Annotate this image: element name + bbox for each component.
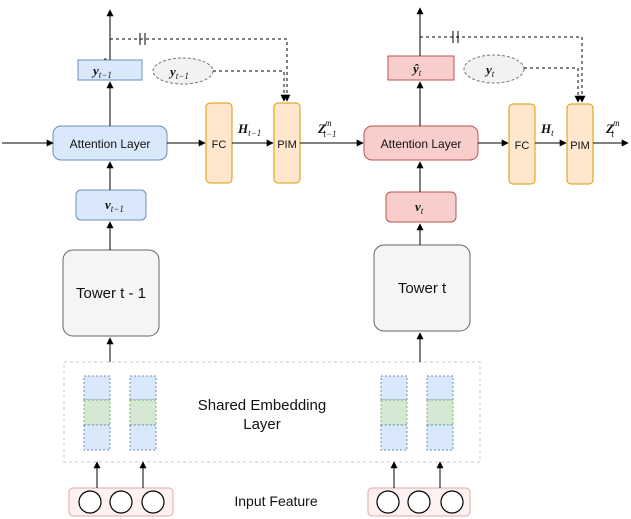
- tower-left: [62, 249, 160, 337]
- fc-box-left-label: FC: [212, 139, 227, 151]
- pim-box-right: [566, 103, 594, 185]
- input-node: [109, 490, 133, 514]
- dashed-yhat-to-pim-right: [420, 36, 586, 103]
- yhat-label-right: ŷt: [411, 61, 422, 78]
- input-feature-label: Input Feature: [234, 493, 317, 509]
- tower-right: [373, 244, 471, 332]
- v-box-left: [75, 189, 147, 221]
- dashed-y-to-pim-left: [213, 70, 288, 102]
- input-node: [78, 490, 102, 514]
- input-node: [141, 490, 165, 514]
- attention-layer-left-label: Attention Layer: [70, 137, 151, 151]
- dashed-yhat-to-pim-left: [110, 38, 291, 102]
- input-node: [440, 490, 464, 514]
- embedding-column-2: [129, 375, 157, 451]
- h-label-left: Ht−1: [237, 121, 261, 138]
- fc-box-right-label: FC: [515, 140, 530, 152]
- embedding-column-1: [83, 375, 111, 451]
- yhat-label-left: yt−1: [91, 63, 112, 80]
- v-label-left: vt−1: [105, 197, 124, 214]
- pim-box-left-label: PIM: [277, 139, 297, 151]
- shared-embedding-label-line2: Layer: [243, 416, 281, 433]
- y-label-right: yt: [484, 62, 495, 79]
- yhat-box-right: [387, 55, 455, 81]
- y-label-ellipse-right: [463, 54, 525, 84]
- input-node: [376, 490, 400, 514]
- dashed-y-to-pim-right: [524, 67, 582, 103]
- y-label-left: yt−1: [168, 64, 189, 81]
- shared-embedding-label-line1: Shared Embedding: [198, 397, 326, 414]
- v-label-right: vt: [415, 199, 424, 216]
- embedding-column-4: [426, 375, 454, 451]
- attention-layer-right-label: Attention Layer: [381, 137, 462, 151]
- pim-box-right-label: PIM: [570, 140, 590, 152]
- v-box-right: [385, 191, 457, 223]
- tower-left-label: Tower t - 1: [76, 285, 146, 302]
- h-label-right: Ht: [540, 121, 554, 138]
- fc-box-right: [508, 103, 536, 185]
- embedding-column-3: [380, 375, 408, 451]
- hat-mark-left: ˆ: [103, 58, 107, 69]
- input-node: [407, 490, 431, 514]
- tower-right-label: Tower t: [398, 280, 447, 297]
